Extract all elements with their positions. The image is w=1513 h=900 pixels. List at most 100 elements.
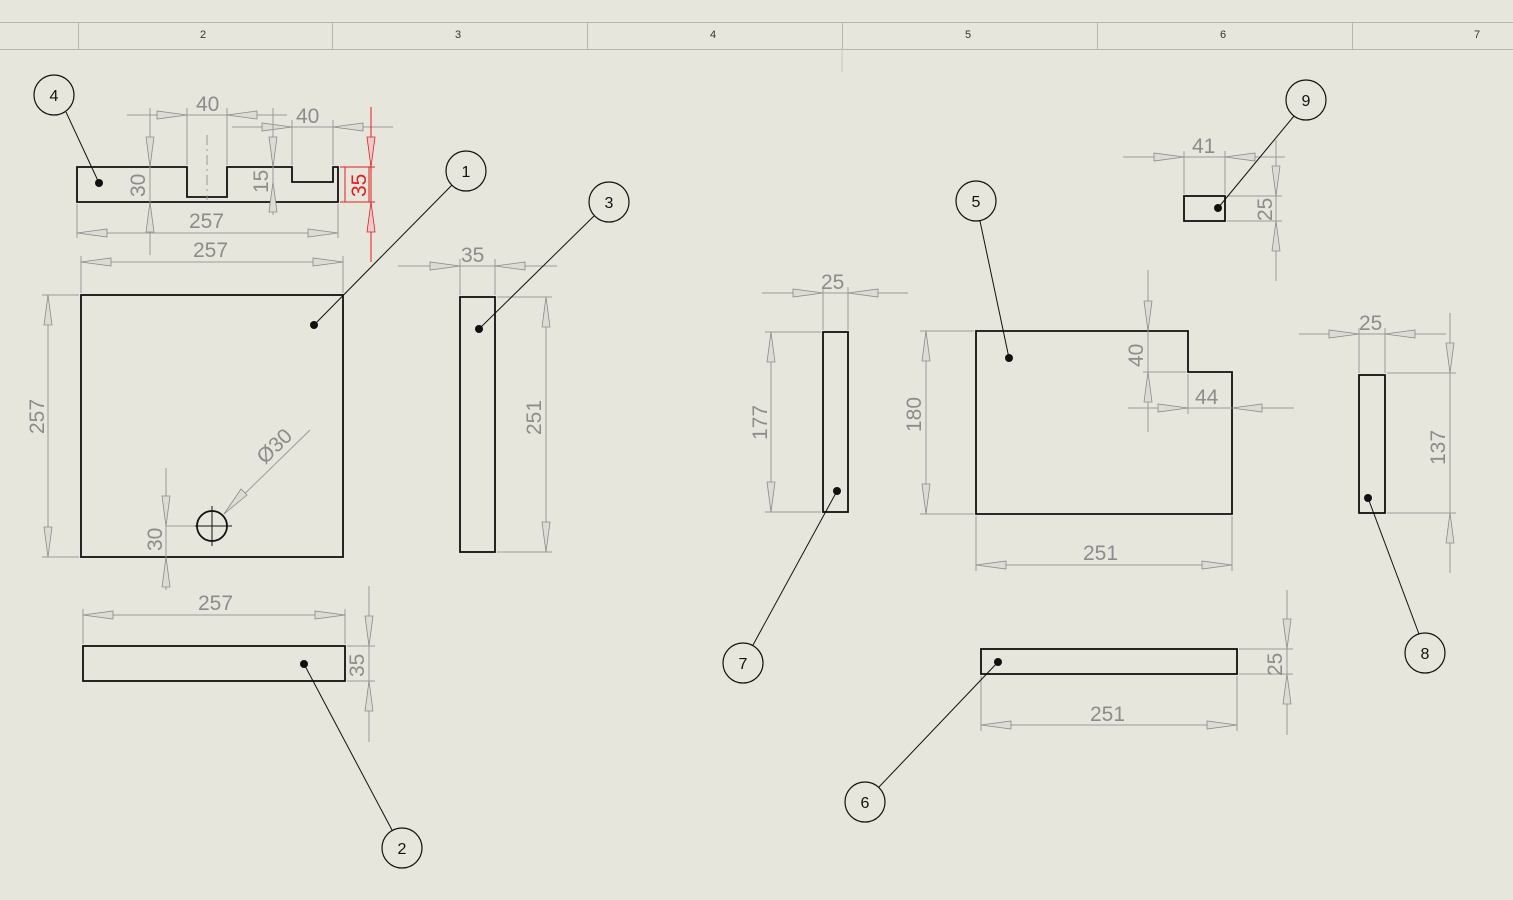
balloon-circle (1404, 632, 1446, 674)
part-8-view: 25 137 (1299, 312, 1456, 573)
arrowhead (1143, 300, 1153, 332)
zone-label: 2 (199, 29, 207, 41)
arrowhead (76, 228, 108, 238)
dim-p4-height: 30 (127, 174, 150, 197)
balloon-3[interactable]: 3 (475, 181, 630, 333)
arrowhead (1224, 152, 1256, 162)
leader-dot (300, 660, 308, 668)
dim-p6-length: 251 (1090, 703, 1125, 726)
dim-p1-width: 257 (193, 239, 228, 262)
leader-dot (310, 321, 318, 329)
arrowhead (43, 294, 53, 326)
part-4-outline (76, 166, 339, 203)
dim-p9-height: 25 (1254, 198, 1277, 221)
part-3-outline (459, 296, 496, 553)
leader-dot (994, 658, 1002, 666)
dim-p7-height: 177 (749, 405, 772, 440)
arrowhead (364, 615, 374, 647)
dim-p1-hole-dia: Ø30 (252, 424, 297, 468)
zone-label: 3 (454, 29, 462, 41)
arrowhead (226, 110, 258, 120)
arrowhead (1282, 618, 1292, 650)
arrowhead (1445, 342, 1455, 374)
arrowhead (980, 720, 1012, 730)
arrowhead (766, 331, 776, 363)
balloon-7[interactable]: 7 (722, 487, 841, 684)
arrowhead (223, 488, 248, 515)
part-2-outline (82, 645, 346, 682)
dim-p3-width: 35 (461, 244, 484, 267)
dim-p1-height: 257 (26, 399, 49, 434)
arrowhead (314, 610, 346, 620)
balloon-leader (752, 490, 838, 646)
zone-divider (1097, 23, 1098, 49)
part-6-view: 25 251 (980, 590, 1293, 735)
dim-p5-height: 180 (903, 397, 926, 432)
zone-divider (587, 23, 588, 49)
part-7-view: 25 177 (749, 271, 908, 513)
dim-p6-height: 25 (1264, 653, 1287, 676)
dim-p2-height: 35 (346, 654, 369, 677)
arrowhead (1157, 403, 1189, 413)
arrowhead (307, 228, 339, 238)
leader-dot (1214, 204, 1222, 212)
arrowhead (161, 495, 171, 527)
part-9-view: 41 25 (1123, 135, 1285, 281)
arrowhead (975, 560, 1007, 570)
arrowhead (541, 521, 551, 553)
dim-p4-slot-width-1: 40 (196, 93, 219, 116)
arrowhead (366, 136, 376, 168)
zone-label: 6 (1219, 29, 1227, 41)
dim-p3-height: 251 (523, 400, 546, 435)
arrowhead (80, 257, 112, 267)
zone-divider (842, 23, 843, 49)
balloon-circle (33, 74, 75, 116)
arrowhead (494, 261, 526, 271)
balloon-circle (445, 150, 487, 192)
arrowhead (312, 257, 344, 267)
arrowhead (766, 481, 776, 513)
balloon-number: 7 (739, 656, 748, 673)
balloon-leader (65, 111, 100, 184)
balloon-4[interactable]: 4 (33, 74, 103, 187)
balloon-5[interactable]: 5 (955, 180, 1013, 362)
dim-p5-notch-depth: 40 (1125, 344, 1148, 367)
balloon-1[interactable]: 1 (310, 150, 487, 329)
balloon-9[interactable]: 9 (1214, 79, 1327, 212)
balloon-6[interactable]: 6 (844, 658, 1002, 823)
part-6-outline (980, 648, 1238, 675)
arrowhead (145, 136, 155, 168)
leader-dot (95, 179, 103, 187)
dim-p4-slot-width-2: 40 (296, 105, 319, 128)
balloon-number: 8 (1421, 646, 1430, 663)
dim-p1-hole-offset: 30 (144, 528, 167, 551)
arrowhead (1384, 329, 1416, 339)
balloon-8[interactable]: 8 (1364, 494, 1446, 674)
balloon-number: 6 (861, 795, 870, 812)
balloon-leader (1367, 497, 1420, 635)
arrowhead (1153, 152, 1185, 162)
balloon-leader (1217, 115, 1295, 209)
part-1-view: 257 257 Ø30 30 (26, 239, 344, 590)
arrowhead (268, 181, 278, 213)
arrowhead (1271, 220, 1281, 252)
leader-dot (1005, 354, 1013, 362)
dim-p8-height: 137 (1427, 430, 1450, 465)
leader-dot (833, 487, 841, 495)
arrowhead (364, 680, 374, 712)
balloon-leader (303, 663, 393, 831)
balloon-circle (844, 781, 886, 823)
zone-ruler: 2 3 4 5 6 7 (0, 22, 1513, 50)
balloon-2[interactable]: 2 (300, 660, 423, 869)
arrowhead (268, 136, 278, 168)
arrowhead (161, 556, 171, 588)
balloon-circle (722, 642, 764, 684)
dim-p4-length: 257 (189, 210, 224, 233)
balloon-number: 4 (50, 88, 59, 105)
part-9-outline (1183, 195, 1226, 222)
zone-label: 5 (964, 29, 972, 41)
arrowhead (145, 201, 155, 233)
arrowhead (82, 610, 114, 620)
arrowhead (261, 122, 293, 132)
